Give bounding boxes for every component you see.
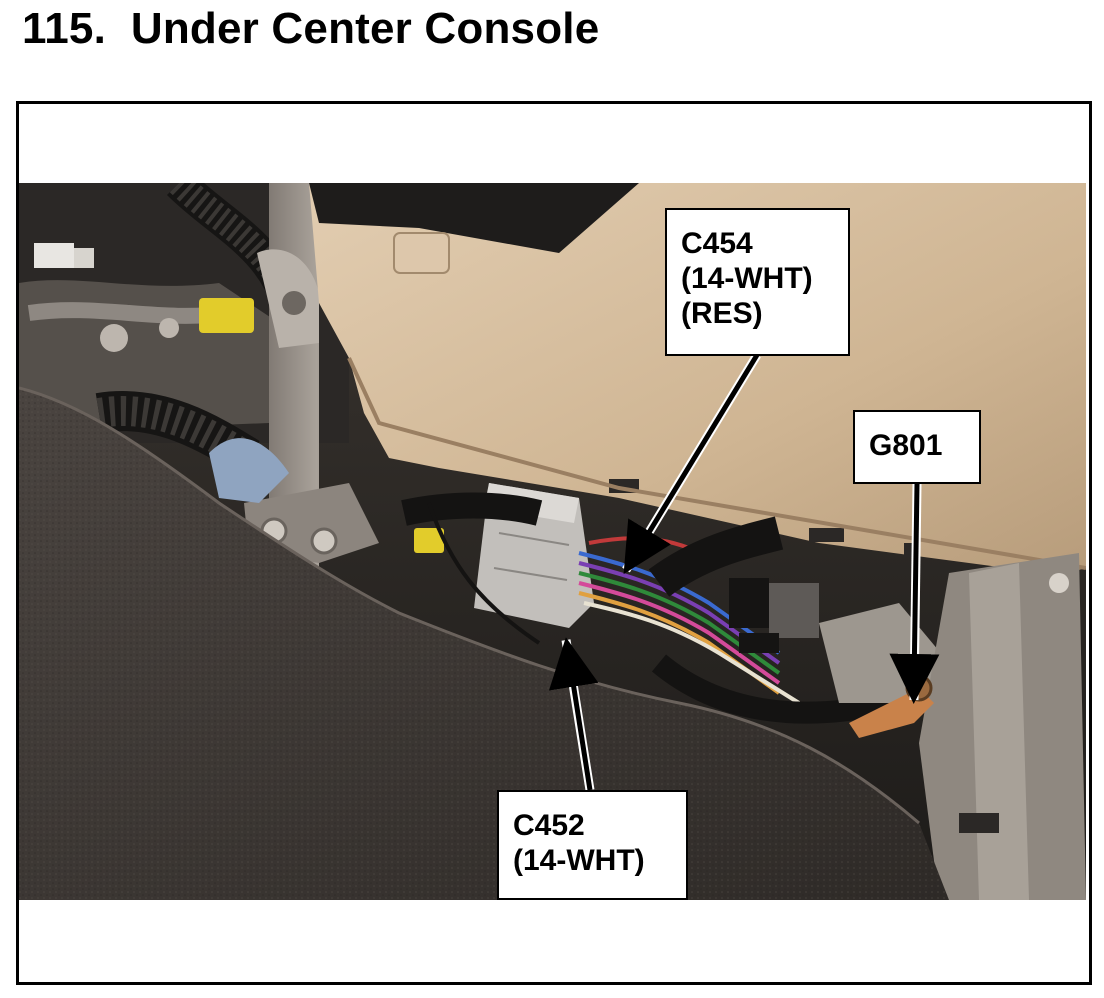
callout-g801: G801 (853, 410, 981, 484)
callout-c454-connector: C454 (681, 227, 753, 260)
callout-c452-connector: C452 (513, 809, 585, 842)
page-title: 115. Under Center Console (22, 4, 599, 54)
callout-g801-ground: G801 (869, 429, 943, 462)
callout-c454-note: (RES) (681, 297, 763, 331)
callout-c454-pins: (14-WHT) (681, 262, 813, 296)
callout-c452: C452 (14-WHT) (497, 790, 688, 900)
figure-title: Under Center Console (130, 4, 600, 53)
callout-c452-pins: (14-WHT) (513, 844, 645, 878)
callout-c454: C454 (14-WHT) (RES) (665, 208, 850, 356)
figure-number: 115. (22, 4, 107, 53)
